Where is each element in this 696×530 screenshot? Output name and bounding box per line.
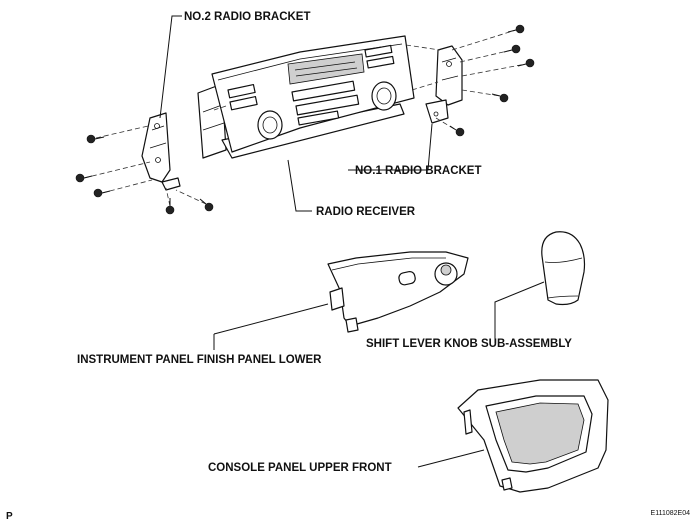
no2-radio-bracket-label: NO.2 RADIO BRACKET xyxy=(184,11,311,23)
radio-display xyxy=(287,53,365,85)
alignment-lines xyxy=(83,29,527,207)
no1-radio-bracket-label: NO.1 RADIO BRACKET xyxy=(355,165,482,177)
right-radio-knob xyxy=(371,81,397,111)
bolt-icon xyxy=(503,44,521,54)
radio-receiver-label: RADIO RECEIVER xyxy=(316,206,416,218)
shift-lever-knob-part xyxy=(541,231,586,306)
bolt-icon xyxy=(75,173,93,183)
bolts xyxy=(75,24,535,215)
radio-receiver-group xyxy=(197,35,415,159)
instrument-panel-finish-panel-part xyxy=(327,251,469,333)
no1-radio-bracket-part xyxy=(425,45,463,124)
leader-lines xyxy=(159,15,545,468)
page-marker: P xyxy=(6,511,13,522)
instrument-panel-finish-panel-label: INSTRUMENT PANEL FINISH PANEL LOWER xyxy=(77,354,322,366)
bolt-icon xyxy=(165,198,175,215)
bolt-icon xyxy=(449,125,465,137)
shift-lever-knob-label: SHIFT LEVER KNOB SUB-ASSEMBLY xyxy=(366,338,572,350)
bolt-icon xyxy=(507,24,525,34)
figure-code: E111082E04 xyxy=(651,510,691,517)
bolt-icon xyxy=(199,198,214,212)
console-panel-part xyxy=(457,379,609,493)
left-radio-knob xyxy=(257,110,283,140)
bolt-icon xyxy=(491,93,509,103)
bolt-icon xyxy=(86,134,105,144)
bolt-icon xyxy=(93,188,111,198)
no2-radio-bracket-part xyxy=(141,112,181,191)
console-panel-label: CONSOLE PANEL UPPER FRONT xyxy=(208,462,392,474)
bolt-icon xyxy=(517,58,535,68)
radio-buttons xyxy=(227,44,395,126)
